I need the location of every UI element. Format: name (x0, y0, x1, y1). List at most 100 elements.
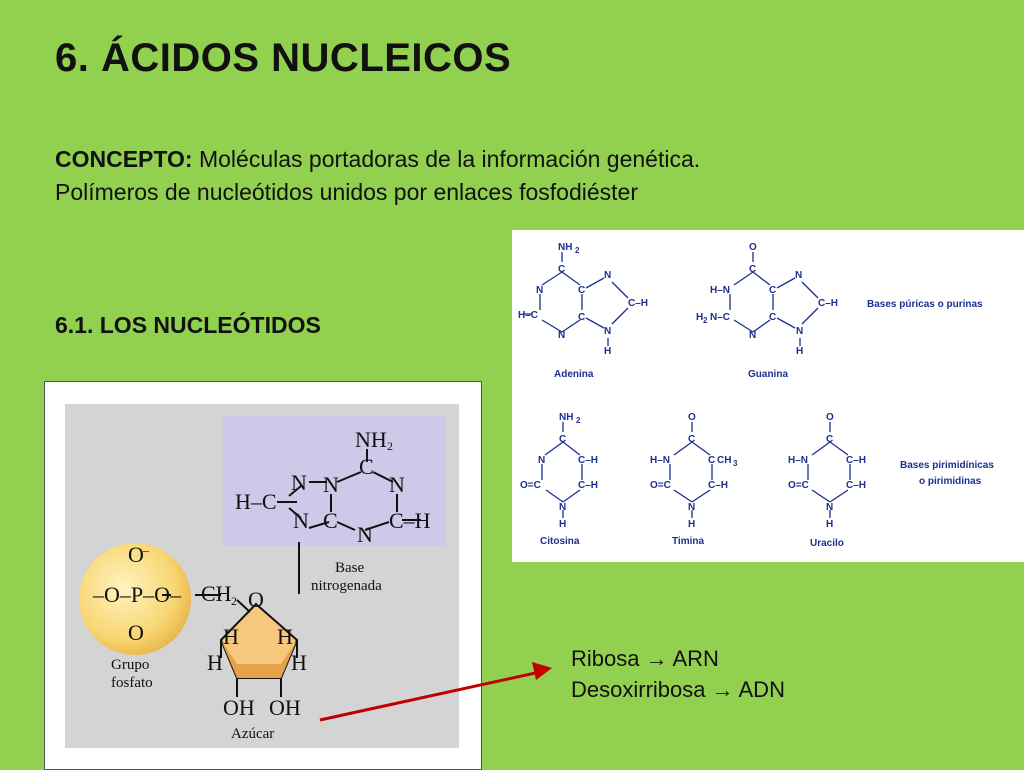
svg-text:NH: NH (559, 412, 573, 423)
svg-text:NH: NH (558, 242, 572, 253)
svg-text:H: H (796, 346, 803, 357)
svg-text:H: H (604, 346, 611, 357)
phosphate-label-line2: fosfato (111, 675, 153, 691)
svg-text:C–H: C–H (389, 508, 431, 533)
svg-text:H: H (559, 519, 566, 530)
svg-text:N: N (796, 326, 803, 337)
svg-text:2: 2 (703, 316, 708, 325)
svg-text:C: C (359, 454, 374, 479)
svg-text:H: H (207, 650, 223, 675)
svg-text:N: N (558, 330, 565, 341)
svg-text:C: C (559, 434, 566, 445)
svg-text:C–H: C–H (818, 298, 838, 309)
svg-text:H–N: H–N (788, 455, 808, 466)
svg-text:H–N: H–N (710, 285, 730, 296)
svg-text:2: 2 (575, 246, 580, 255)
svg-text:O: O (128, 620, 144, 645)
svg-text:N: N (604, 270, 611, 281)
svg-text:N: N (559, 502, 566, 513)
svg-text:O=C: O=C (650, 480, 671, 491)
phosphate-label-line1: Grupo (111, 657, 149, 673)
svg-text:N: N (826, 502, 833, 513)
guanina-label: Guanina (748, 369, 788, 380)
svg-text:N: N (357, 522, 373, 547)
ribosa-note: Ribosa → ARN (571, 646, 719, 671)
sugar-label: Azúcar (231, 726, 274, 742)
svg-text:O: O (128, 542, 144, 567)
pyrimidines-label-line2: o pirimidinas (919, 476, 982, 487)
svg-text:C–H: C–H (708, 480, 728, 491)
base-label-line1: Base (335, 560, 365, 576)
svg-text:N: N (604, 326, 611, 337)
svg-text:C: C (769, 285, 776, 296)
svg-text:N: N (688, 502, 695, 513)
svg-text:H: H (277, 624, 293, 649)
svg-text:OH: OH (269, 695, 301, 720)
purines-label: Bases púricas o purinas (867, 299, 983, 310)
svg-text:CH: CH (201, 581, 232, 606)
svg-text:2: 2 (387, 439, 393, 453)
concept-text: Moléculas portadoras de la información g… (55, 146, 701, 205)
pyrimidines-label-line1: Bases pirimidínicas (900, 460, 994, 471)
svg-text:C: C (708, 455, 715, 466)
svg-text:O: O (688, 412, 696, 423)
concept-paragraph: CONCEPTO: Moléculas portadoras de la inf… (55, 143, 775, 209)
svg-text:N: N (749, 330, 756, 341)
svg-text:C: C (578, 285, 585, 296)
phosphate-sphere (79, 543, 191, 655)
svg-text:C: C (769, 312, 776, 323)
sugar-notes: Ribosa → ARN Desoxirribosa → ADN (571, 643, 785, 705)
svg-text:N: N (536, 285, 543, 296)
svg-text:O: O (826, 412, 834, 423)
svg-text:C: C (826, 434, 833, 445)
svg-text:C: C (688, 434, 695, 445)
svg-text:H–C: H–C (235, 489, 277, 514)
svg-text:NH: NH (355, 427, 387, 452)
svg-text:C: C (558, 264, 565, 275)
adenina-label: Adenina (554, 369, 594, 380)
svg-text:C–H: C–H (578, 455, 598, 466)
svg-text:C: C (323, 508, 338, 533)
svg-text:2: 2 (231, 594, 237, 608)
svg-text:3: 3 (733, 459, 738, 468)
svg-text:C–H: C–H (846, 455, 866, 466)
svg-text:C–H: C–H (628, 298, 648, 309)
svg-text:CH: CH (717, 455, 731, 466)
svg-text:H–C: H–C (518, 310, 538, 321)
svg-text:H: H (826, 519, 833, 530)
base-highlight (223, 416, 445, 546)
uracilo-label: Uracilo (810, 538, 844, 549)
timina-label: Timina (672, 536, 704, 547)
svg-text:C–H: C–H (846, 480, 866, 491)
svg-text:–O–P–O–: –O–P–O– (92, 582, 182, 607)
svg-text:–: – (142, 543, 150, 557)
svg-text:O: O (248, 587, 264, 612)
svg-text:H–N: H–N (650, 455, 670, 466)
svg-text:N: N (795, 270, 802, 281)
svg-text:C: C (749, 264, 756, 275)
svg-text:O=C: O=C (788, 480, 809, 491)
base-label-line2: nitrogenada (311, 578, 382, 594)
svg-text:O=C: O=C (520, 480, 541, 491)
citosina-label: Citosina (540, 536, 580, 547)
svg-text:C: C (578, 312, 585, 323)
svg-text:2: 2 (576, 416, 581, 425)
desoxirribosa-note: Desoxirribosa → ADN (571, 677, 785, 702)
svg-text:O: O (749, 242, 757, 253)
svg-text:H: H (688, 519, 695, 530)
svg-text:OH: OH (223, 695, 255, 720)
section-subtitle: 6.1. LOS NUCLEÓTIDOS (55, 312, 321, 338)
svg-text:N: N (293, 508, 309, 533)
concept-label: CONCEPTO: (55, 146, 193, 172)
svg-text:N: N (323, 472, 339, 497)
slide-title: 6. ÁCIDOS NUCLEICOS (55, 36, 512, 80)
svg-text:H: H (696, 312, 703, 323)
svg-text:N: N (389, 472, 405, 497)
svg-text:N: N (291, 470, 307, 495)
svg-text:H: H (223, 624, 239, 649)
svg-text:H: H (291, 650, 307, 675)
